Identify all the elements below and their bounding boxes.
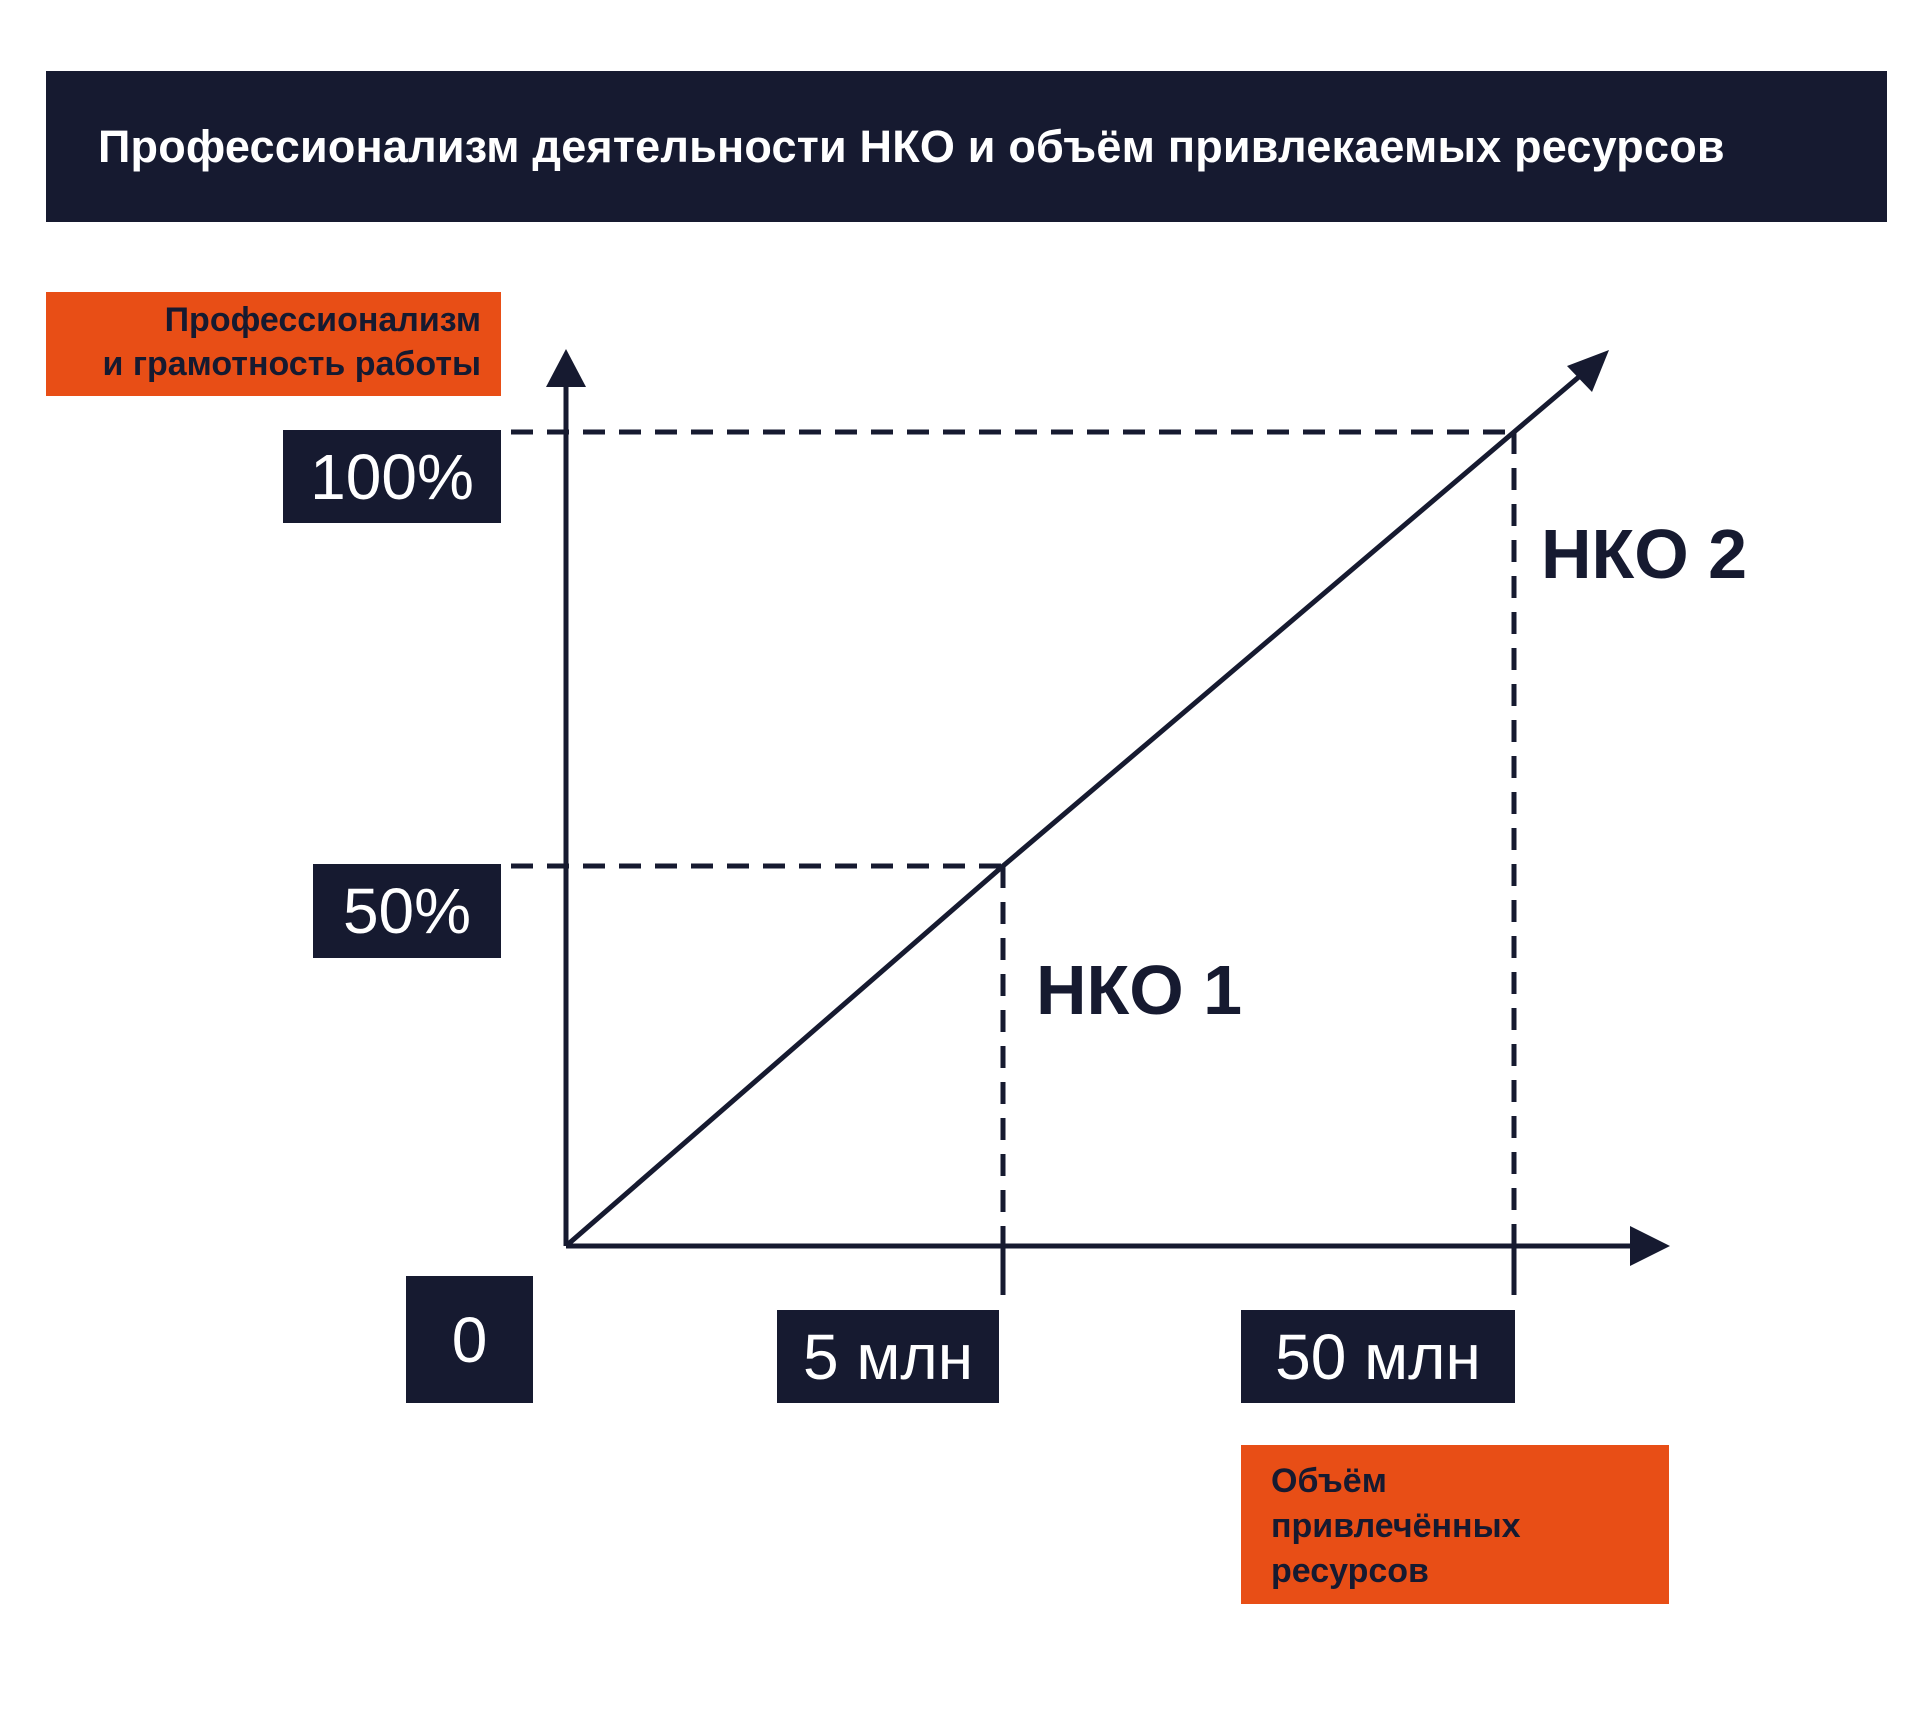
x-tick-50mln: 50 млн bbox=[1241, 1310, 1515, 1403]
series-line bbox=[564, 365, 1592, 1248]
y-axis-label-line: и грамотность работы bbox=[102, 345, 481, 383]
point-label-nko1: НКО 1 bbox=[1036, 951, 1243, 1029]
y-axis-label-line: Профессионализм bbox=[164, 301, 481, 339]
chart-title: Профессионализм деятельности НКО и объём… bbox=[98, 120, 1725, 172]
tick-label: 0 bbox=[451, 1303, 488, 1376]
tick-label: 5 млн bbox=[802, 1320, 974, 1393]
series-arrow bbox=[1567, 350, 1609, 392]
y-tick-100: 100% bbox=[283, 430, 501, 523]
tick-label: 50% bbox=[342, 875, 472, 947]
point-label-nko2: НКО 2 bbox=[1541, 515, 1748, 593]
x-tick-5mln: 5 млн bbox=[777, 1310, 999, 1403]
y-axis-label: Профессионализм и грамотность работы bbox=[46, 292, 501, 396]
x-axis-label-line: ресурсов bbox=[1271, 1552, 1429, 1590]
x-axis-label-line: Объём bbox=[1271, 1462, 1387, 1500]
chart-title-bar: Профессионализм деятельности НКО и объём… bbox=[46, 71, 1887, 222]
x-axis-label: Объём привлечённых ресурсов bbox=[1241, 1445, 1669, 1604]
tick-label: 50 млн bbox=[1275, 1320, 1481, 1393]
y-tick-50: 50% bbox=[313, 864, 501, 958]
tick-label: 100% bbox=[310, 440, 474, 513]
x-axis-label-line: привлечённых bbox=[1271, 1507, 1521, 1545]
origin-tick: 0 bbox=[406, 1276, 533, 1403]
x-axis-arrow bbox=[1630, 1226, 1670, 1266]
y-axis-arrow bbox=[546, 349, 586, 387]
